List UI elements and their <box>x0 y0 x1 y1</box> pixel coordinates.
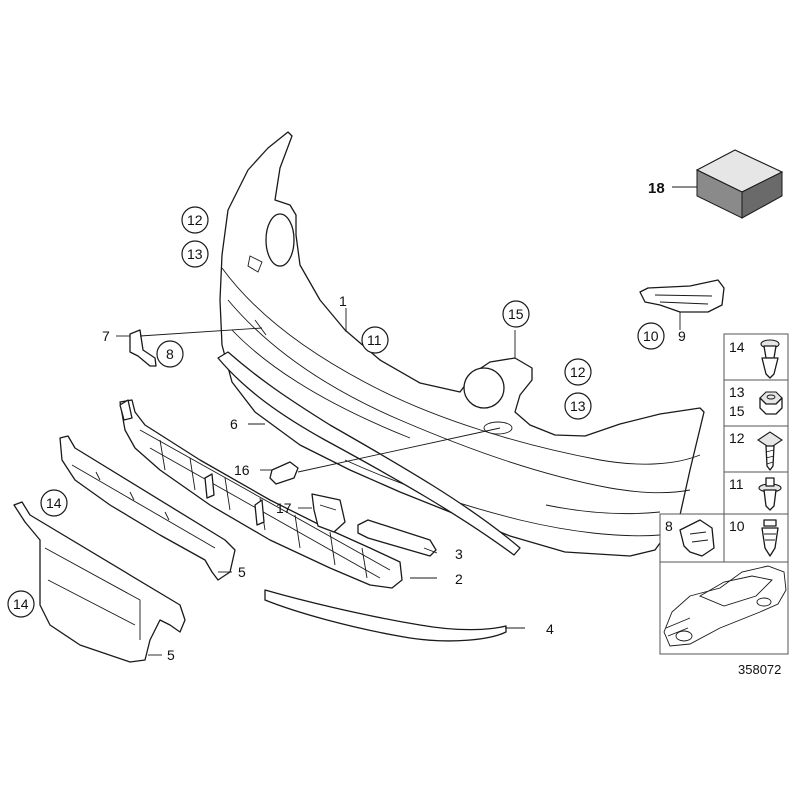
expansion-rivet-icon <box>758 477 782 511</box>
callout-18: 18 <box>648 180 665 197</box>
callout-circle-12a <box>181 206 209 234</box>
callout-14a: 14 <box>46 495 62 511</box>
callout-4: 4 <box>546 621 554 637</box>
bracket-part9 <box>639 279 725 313</box>
trim-strip-part3 <box>357 519 437 557</box>
callout-16: 16 <box>234 462 250 478</box>
callout-circle-12b <box>564 358 592 386</box>
circled-callouts <box>7 206 665 618</box>
screw-icon <box>757 431 783 471</box>
bumper-strip-upper <box>217 351 521 556</box>
callout-3: 3 <box>455 546 463 562</box>
lower-spoiler <box>264 589 507 642</box>
callout-17: 17 <box>276 500 292 516</box>
callout-6: 6 <box>230 416 238 432</box>
license-plate-bracket-lower <box>13 501 186 663</box>
callout-12a: 12 <box>187 212 203 228</box>
tow-hook-cover <box>269 461 299 485</box>
callout-circle-8 <box>156 340 184 368</box>
callout-circle-11 <box>361 326 389 354</box>
callout-9: 9 <box>678 328 686 344</box>
spreader-clip-icon <box>761 519 779 557</box>
legend-label-15: 15 <box>729 403 745 419</box>
callout-8: 8 <box>166 346 174 362</box>
document-number: 358072 <box>738 662 781 677</box>
callout-5b: 5 <box>167 647 175 663</box>
callout-7: 7 <box>102 328 110 344</box>
callout-circle-14a <box>40 489 68 517</box>
legend-label-11: 11 <box>729 476 744 492</box>
bracket-part17 <box>311 493 346 533</box>
callout-15: 15 <box>508 306 524 322</box>
callout-12b: 12 <box>570 364 586 380</box>
hex-nut-icon <box>759 391 783 415</box>
callout-13b: 13 <box>570 398 586 414</box>
fastener-legend <box>659 333 789 655</box>
callout-13a: 13 <box>187 246 203 262</box>
legend-label-10: 10 <box>729 518 745 534</box>
callout-circle-13a <box>181 240 209 268</box>
callout-5a: 5 <box>238 564 246 580</box>
callout-circle-10 <box>637 322 665 350</box>
repair-kit-box <box>695 149 784 219</box>
callout-14b: 14 <box>13 596 29 612</box>
legend-label-12: 12 <box>729 430 745 446</box>
push-rivet-icon <box>760 339 780 379</box>
callout-2: 2 <box>455 571 463 587</box>
callout-circle-13b <box>564 392 592 420</box>
license-plate-bracket-upper <box>59 435 236 581</box>
callout-1: 1 <box>339 293 347 309</box>
callout-11: 11 <box>367 332 382 348</box>
legend-label-13: 13 <box>729 384 745 400</box>
leader-lines <box>116 186 697 656</box>
car-thumbnail-icon <box>663 565 787 647</box>
callout-labels: 1 2 3 4 5 5 6 7 8 9 10 11 12 13 12 13 14… <box>13 180 686 663</box>
legend-label-8: 8 <box>665 518 673 534</box>
callout-circle-14b <box>7 590 35 618</box>
bracket-part7 <box>129 329 157 367</box>
callout-circle-15 <box>502 300 530 328</box>
retaining-bracket-icon <box>679 519 715 557</box>
center-grille <box>119 399 403 589</box>
legend-labels: 14 13 15 12 11 10 8 <box>665 339 745 534</box>
legend-label-14: 14 <box>729 339 745 355</box>
callout-10: 10 <box>643 328 659 344</box>
bumper-cover <box>219 131 705 557</box>
